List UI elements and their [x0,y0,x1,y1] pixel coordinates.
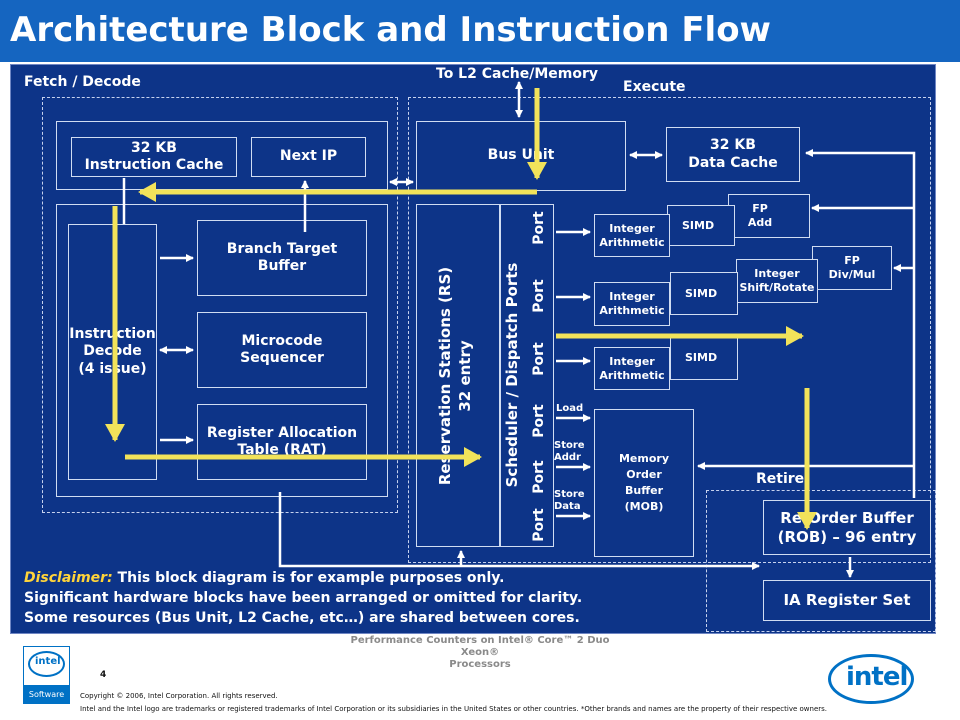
branch-target-buffer-block: Branch Target Buffer [197,220,367,296]
footer-course-title: Performance Counters on Intel® Core™ 2 D… [350,635,610,670]
disclaimer-line-3: Some resources (Bus Unit, L2 Cache, etc…… [24,610,580,626]
microcode-sequencer-block: Microcode Sequencer [197,312,367,388]
data-cache-block: 32 KB Data Cache [666,127,800,182]
execute-label: Execute [623,79,686,95]
reservation-stations-block [416,204,500,547]
integer-arithmetic-block-3: Integer Arithmetic [594,347,670,390]
copyright-text: Copyright © 2006, Intel Corporation. All… [80,692,278,700]
fetch-decode-region [42,97,398,513]
disclaimer-line-1: This block diagram is for example purpos… [112,570,505,586]
software-logo-text: Software [24,685,69,704]
instruction-cache-block: 32 KB Instruction Cache [71,137,237,177]
integer-arithmetic-block-1: Integer Arithmetic [594,214,670,257]
store-addr-label: Store Addr [554,440,585,463]
simd-block-1: SIMD [667,205,735,246]
execute-region [408,97,931,563]
connector-fetch-rob [278,492,760,570]
page-number: 4 [100,670,107,680]
register-allocation-table-block: Register Allocation Table (RAT) [197,404,367,480]
to-l2-label: To L2 Cache/Memory [436,66,598,82]
intel-logo-word: intel [846,662,908,692]
software-logo-swoosh [28,651,65,677]
fetch-decode-label: Fetch / Decode [24,74,141,90]
bus-unit-block: Bus Unit [416,121,626,191]
connector-retire-dcache [805,149,916,498]
store-data-label: Store Data [554,489,585,512]
ia-register-set-block: IA Register Set [763,580,931,621]
fp-div-mul-block: FP Div/Mul [812,246,892,290]
software-logo-word: intel [35,656,61,667]
title-bar [0,0,960,62]
intel-logo: intel [828,654,914,704]
simd-block-2: SIMD [670,272,738,315]
load-label: Load [556,403,584,414]
memory-order-buffer-block: Memory Order Buffer (MOB) [594,409,694,557]
integer-arithmetic-block-2: Integer Arithmetic [594,282,670,326]
trademark-text: Intel and the Intel logo are trademarks … [80,705,828,713]
disclaimer: Disclaimer: This block diagram is for ex… [24,568,582,628]
next-ip-block: Next IP [251,137,366,177]
simd-block-3: SIMD [670,336,738,380]
fp-add-block: FP Add [728,194,810,238]
slide-title: Architecture Block and Instruction Flow [10,10,771,50]
disclaimer-line-2: Significant hardware blocks have been ar… [24,590,583,606]
disclaimer-lead: Disclaimer: [24,570,113,586]
intel-logo-swoosh [828,654,914,704]
intel-software-logo: intel Software [23,646,70,704]
scheduler-block [500,204,554,547]
retire-label: Retire [756,471,805,487]
retire-region [706,490,936,632]
